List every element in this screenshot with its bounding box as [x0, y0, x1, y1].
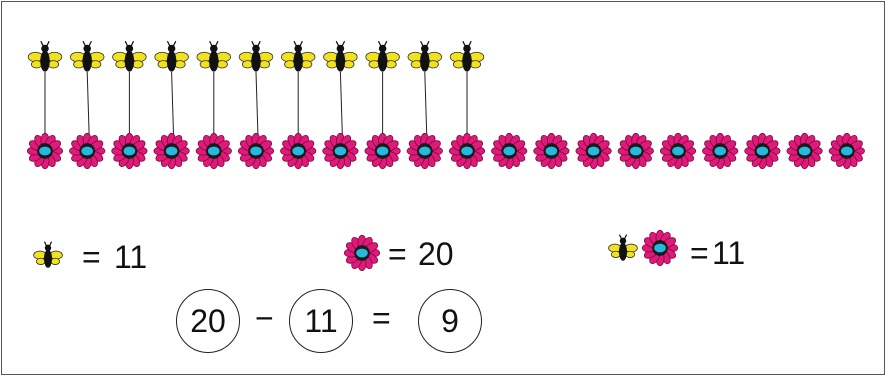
minus-sign: −	[255, 300, 274, 336]
subtrahend-circle: 11	[289, 289, 353, 353]
bee-icon	[112, 40, 147, 72]
bee-flower-string	[339, 71, 343, 138]
minuend-value: 20	[190, 302, 226, 339]
flower-icon	[153, 132, 190, 170]
flower-icon	[828, 132, 865, 170]
bee-icon	[449, 40, 485, 72]
worksheet-frame	[1, 1, 885, 375]
flower-icon	[406, 132, 443, 170]
flower-icon	[111, 132, 148, 170]
flower-icon	[448, 132, 486, 170]
flower-icon	[786, 132, 823, 170]
bee-icon	[70, 40, 105, 72]
bee-flower-string	[255, 71, 259, 138]
flower-icon	[533, 132, 570, 170]
flower-icon	[26, 132, 64, 170]
flower-icon	[744, 132, 781, 170]
pair-equals-sign: =	[690, 235, 709, 271]
flower-icon	[617, 132, 654, 170]
subtrahend-value: 11	[304, 302, 338, 339]
flower-icon	[491, 132, 528, 170]
flower-icon	[343, 234, 381, 272]
bee-icon	[280, 40, 316, 72]
result-circle: 9	[418, 289, 482, 353]
bee-icon	[33, 241, 63, 268]
minuend-circle: 20	[176, 289, 240, 353]
summary-icons	[33, 229, 679, 272]
bee-icon	[154, 40, 189, 72]
flower-icon	[280, 132, 317, 170]
flower-count-value: 20	[418, 236, 454, 272]
bee-flower-string	[171, 71, 175, 138]
bee-icon	[323, 40, 358, 72]
flower-icon	[575, 132, 612, 170]
equals-sign: =	[372, 300, 391, 336]
flower-equals-sign: =	[388, 236, 407, 272]
bee-count-value: 11	[114, 239, 148, 275]
bee-icon	[407, 40, 442, 72]
bee-icon	[365, 40, 400, 72]
flower-icon	[659, 132, 697, 170]
bee-flower-string	[424, 71, 428, 138]
flower-icon	[69, 132, 106, 170]
bee-icon	[27, 40, 63, 72]
bee-icon	[196, 40, 231, 72]
flower-icon	[641, 229, 679, 267]
result-value: 9	[441, 302, 459, 339]
flowers-row	[26, 132, 865, 170]
pair-count-value: 11	[712, 235, 746, 271]
bee-icon	[238, 40, 274, 72]
bees-row	[27, 40, 485, 72]
flower-icon	[322, 132, 359, 170]
bee-icon	[608, 234, 638, 261]
flower-icon	[702, 132, 739, 170]
flower-icon	[364, 132, 401, 170]
flower-icon	[195, 132, 232, 170]
bee-flower-string	[86, 71, 90, 138]
strings-group	[44, 71, 468, 138]
flower-icon	[237, 132, 275, 170]
bee-equals-sign: =	[82, 239, 101, 275]
